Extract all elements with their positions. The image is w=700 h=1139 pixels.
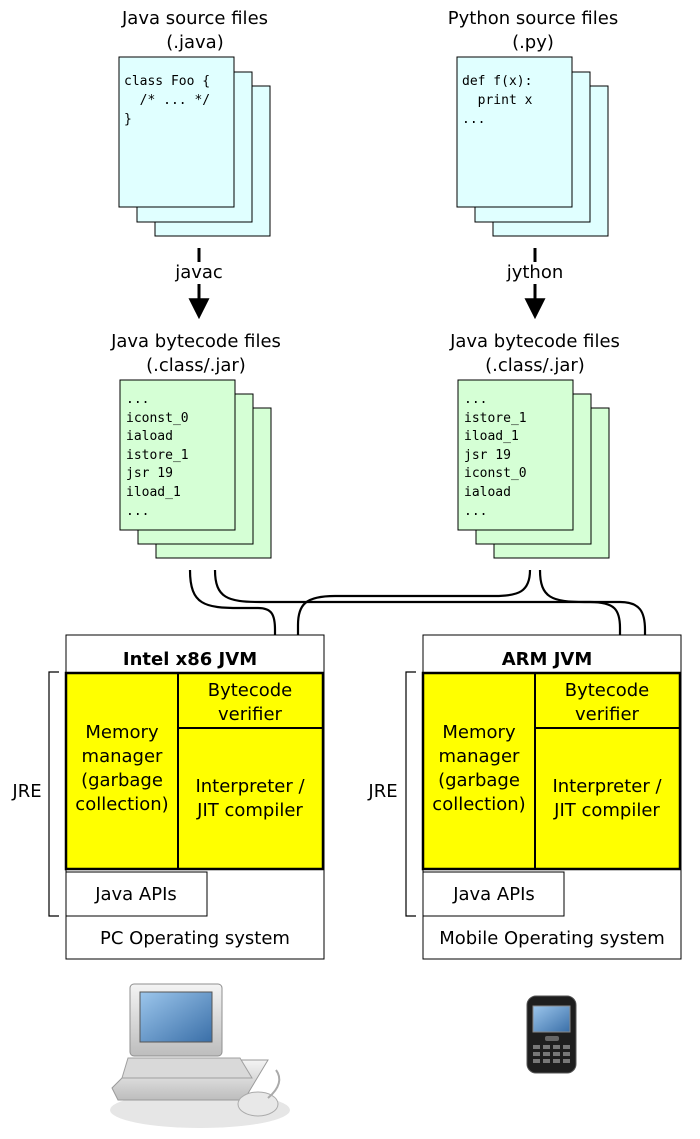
code-line: ... <box>464 504 487 519</box>
verifier-label: verifier <box>218 704 283 725</box>
jre-bracket <box>405 671 416 917</box>
code-line: ... <box>126 392 149 407</box>
os-label: Mobile Operating system <box>439 928 665 949</box>
code-line: iaload <box>126 429 173 444</box>
platform-arm: ARM JVM Memory manager (garbage collecti… <box>367 634 682 960</box>
code-line: ... <box>462 112 485 127</box>
python-source-ext: (.py) <box>512 32 554 53</box>
cpu-case <box>121 1057 253 1079</box>
smartphone-icon <box>526 995 577 1074</box>
phone-keypad <box>533 1045 570 1063</box>
arrow-left-to-x86 <box>188 569 283 669</box>
memory-manager-label: collection) <box>75 794 168 815</box>
file-sheet <box>118 56 235 208</box>
code-line: ... <box>464 392 487 407</box>
java-apis-label: Java APIs <box>94 884 177 905</box>
python-source-title: Python source files <box>448 8 618 29</box>
java-source-title: Java source files <box>121 8 268 29</box>
code-line: /* ... */ <box>124 93 210 108</box>
arrow-right-to-arm <box>538 569 653 669</box>
phone-trackball <box>545 1036 559 1041</box>
jre-label: JRE <box>367 781 397 802</box>
interpreter-label: Interpreter / <box>195 776 305 797</box>
code-line: print x <box>462 93 533 108</box>
code-line: iaload <box>464 485 511 500</box>
code-line: iconst_0 <box>464 466 527 481</box>
java-apis-box <box>65 871 208 917</box>
jre-label: JRE <box>11 781 41 802</box>
bytecode-left-group: Java bytecode files (.class/.jar) ... ic… <box>110 331 281 559</box>
jvm-box <box>64 671 325 871</box>
memory-manager-label: collection) <box>432 794 525 815</box>
mouse-cable <box>267 1069 281 1099</box>
java-source-group: Java source files (.java) class Foo { /*… <box>118 8 271 320</box>
java-source-file-stack: class Foo { /* ... */ } <box>118 56 271 237</box>
code-line: def f(x): <box>462 74 532 89</box>
python-source-file-stack: def f(x): print x ... <box>456 56 609 237</box>
code-line: iload_1 <box>126 485 181 500</box>
code-line: istore_1 <box>464 411 527 426</box>
code-line: } <box>124 112 132 127</box>
interpreter-label: Interpreter / <box>552 776 662 797</box>
os-label: PC Operating system <box>100 928 290 949</box>
code-line: istore_1 <box>126 448 189 463</box>
java-apis-label: Java APIs <box>452 884 535 905</box>
memory-manager-label: manager <box>439 746 521 767</box>
jvm-box <box>421 671 682 871</box>
memory-manager-label: manager <box>82 746 164 767</box>
compiler-label-javac: javac <box>174 262 223 283</box>
code-line: jsr 19 <box>126 466 173 481</box>
code-line: ... <box>126 504 149 519</box>
java-source-ext: (.java) <box>166 32 223 53</box>
bytecode-ext: (.class/.jar) <box>485 355 585 376</box>
verifier-label: Bytecode <box>565 680 650 701</box>
distribution-arrows <box>188 569 653 669</box>
file-sheet <box>119 379 236 531</box>
monitor-screen <box>139 991 213 1043</box>
jre-bracket <box>48 671 59 917</box>
compiler-label-jython: jython <box>506 262 564 283</box>
desktop-computer-icon <box>110 983 290 1128</box>
platform-x86: Intel x86 JVM Memory manager (garbage co… <box>11 634 325 960</box>
bytecode-ext: (.class/.jar) <box>146 355 246 376</box>
verifier-label: Bytecode <box>208 680 293 701</box>
interpreter-label: JIT compiler <box>196 800 303 821</box>
python-source-group: Python source files (.py) def f(x): prin… <box>448 8 618 320</box>
phone-screen <box>532 1005 571 1033</box>
memory-manager-label: Memory <box>85 722 159 743</box>
bytecode-right-group: Java bytecode files (.class/.jar) ... is… <box>449 331 620 559</box>
jvm-title: Intel x86 JVM <box>123 649 257 670</box>
code-line: iload_1 <box>464 429 519 444</box>
file-sheet <box>456 56 573 208</box>
file-sheet <box>457 379 574 531</box>
code-line: class Foo { <box>124 74 210 89</box>
memory-manager-label: (garbage <box>81 770 163 791</box>
arrow-left-to-arm <box>213 569 628 669</box>
jvm-title: ARM JVM <box>502 649 593 670</box>
verifier-label: verifier <box>575 704 640 725</box>
java-apis-box <box>422 871 565 917</box>
bytecode-title: Java bytecode files <box>449 331 620 352</box>
memory-manager-label: Memory <box>442 722 516 743</box>
memory-manager-label: (garbage <box>438 770 520 791</box>
interpreter-label: JIT compiler <box>553 800 660 821</box>
code-line: jsr 19 <box>464 448 511 463</box>
arrow-right-to-x86 <box>290 569 532 669</box>
bytecode-title: Java bytecode files <box>110 331 281 352</box>
code-line: iconst_0 <box>126 411 189 426</box>
